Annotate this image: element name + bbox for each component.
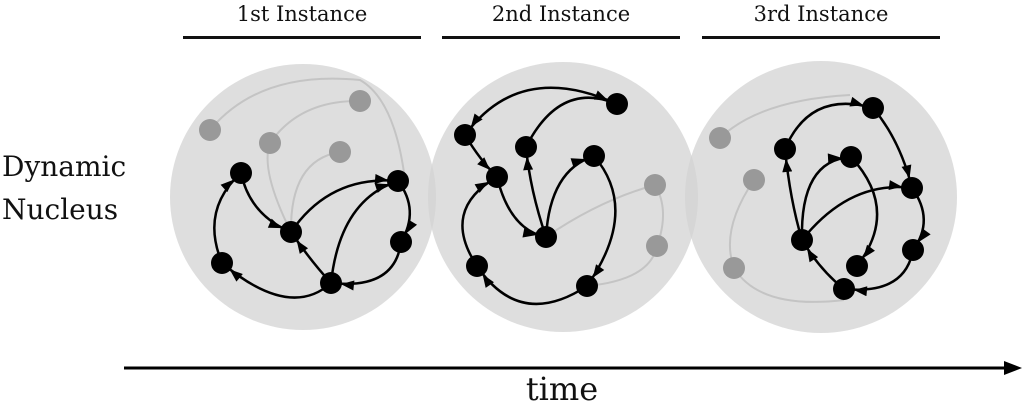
side-label-line2: Nucleus (2, 193, 119, 226)
instance-2-title: 2nd Instance (491, 2, 631, 26)
instance-1-underline (183, 36, 421, 39)
instance-1-title: 1st Instance (236, 2, 368, 26)
active-nodes (211, 93, 924, 300)
instance-3-underline (702, 36, 940, 39)
inactive-nodes (199, 90, 765, 279)
time-axis-label: time (525, 370, 599, 408)
instance-2-circle (428, 62, 698, 332)
instance-1-circle (170, 64, 436, 330)
time-axis-arrow (124, 361, 1022, 375)
instance-2-underline (442, 36, 680, 39)
instance-3-title: 3rd Instance (753, 2, 889, 26)
side-label-line1: Dynamic (2, 150, 127, 183)
